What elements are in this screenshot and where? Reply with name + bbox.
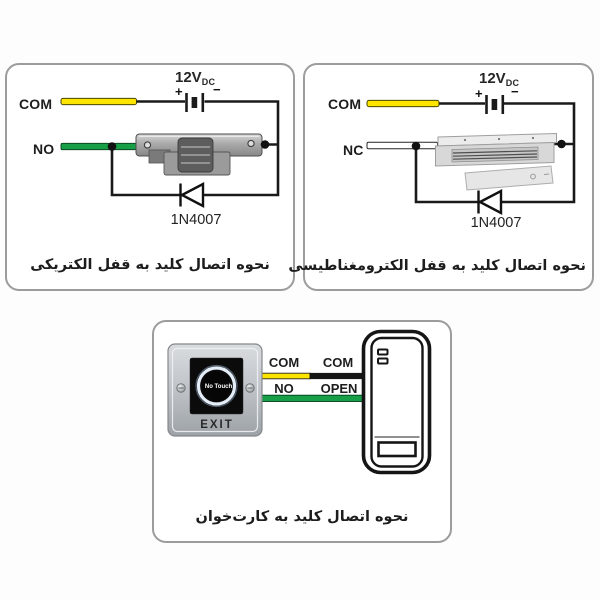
junction-dot xyxy=(411,141,421,151)
junction-dot xyxy=(260,140,270,149)
battery-minus-sign: − xyxy=(511,84,519,99)
panel-caption: نحوه اتصال کلید به قفل الکترومغناطیسی xyxy=(288,258,586,274)
reader-led xyxy=(377,357,389,365)
nc-white-wire xyxy=(366,141,438,150)
panel-caption: نحوه اتصال کلید به قفل الکتریکی xyxy=(30,257,270,273)
electric-lock-circuit-drawing xyxy=(60,93,280,208)
com-black-wire xyxy=(309,372,369,380)
magnetic-lock-circuit-drawing xyxy=(366,95,576,215)
reader-led xyxy=(377,348,389,356)
battery-plus-sign: + xyxy=(175,84,183,99)
com-terminal-label: COM xyxy=(328,96,362,112)
wire-label-com-left: COM xyxy=(268,355,300,370)
panel-magnetic-lock: COM NC 12VDC + − 1N4007 نحوه اتصال کلید … xyxy=(288,63,594,291)
reader-slot xyxy=(377,441,417,458)
panel-electric-lock: COM NO 12VDC + − 1N4007 نحوه اتصال کلید … xyxy=(5,63,295,291)
wire-label-open: OPEN xyxy=(320,381,358,396)
no-touch-label: No Touch xyxy=(204,384,233,390)
reader-wiring-drawing xyxy=(167,329,432,475)
diode-part-number: 1N4007 xyxy=(170,212,222,228)
junction-dot xyxy=(107,142,117,151)
maglock-device xyxy=(435,132,557,191)
battery-symbol xyxy=(485,95,505,114)
diode-part-number: 1N4007 xyxy=(470,215,522,231)
com-yellow-wire xyxy=(60,97,137,106)
no-green-wire xyxy=(60,142,138,151)
com-yellow-wire xyxy=(260,372,311,380)
exit-label: EXIT xyxy=(200,419,234,431)
panel-card-reader: No Touch EXIT COM COM NO OPEN نحوه اتصال… xyxy=(152,320,452,543)
wire-label-com-right: COM xyxy=(322,355,354,370)
diode-symbol xyxy=(477,189,503,215)
battery-plus-sign: + xyxy=(475,86,483,101)
card-reader-device xyxy=(361,329,432,475)
wire-label-no: NO xyxy=(274,381,294,396)
battery-symbol xyxy=(185,93,205,112)
voltage-label: 12VDC xyxy=(175,69,216,88)
com-terminal-label: COM xyxy=(19,96,53,112)
electric-strike-lock xyxy=(135,133,263,176)
battery-minus-sign: − xyxy=(213,82,221,97)
diode-symbol xyxy=(179,182,205,208)
no-green-wire xyxy=(260,394,369,402)
junction-dot xyxy=(557,139,566,149)
panel-caption: نحوه اتصال کلید به کارت‌خوان xyxy=(195,509,409,525)
com-yellow-wire xyxy=(366,99,440,108)
voltage-label: 12VDC xyxy=(479,70,520,89)
nc-terminal-label: NC xyxy=(343,142,364,158)
no-terminal-label: NO xyxy=(33,141,55,157)
exit-button xyxy=(167,343,263,437)
